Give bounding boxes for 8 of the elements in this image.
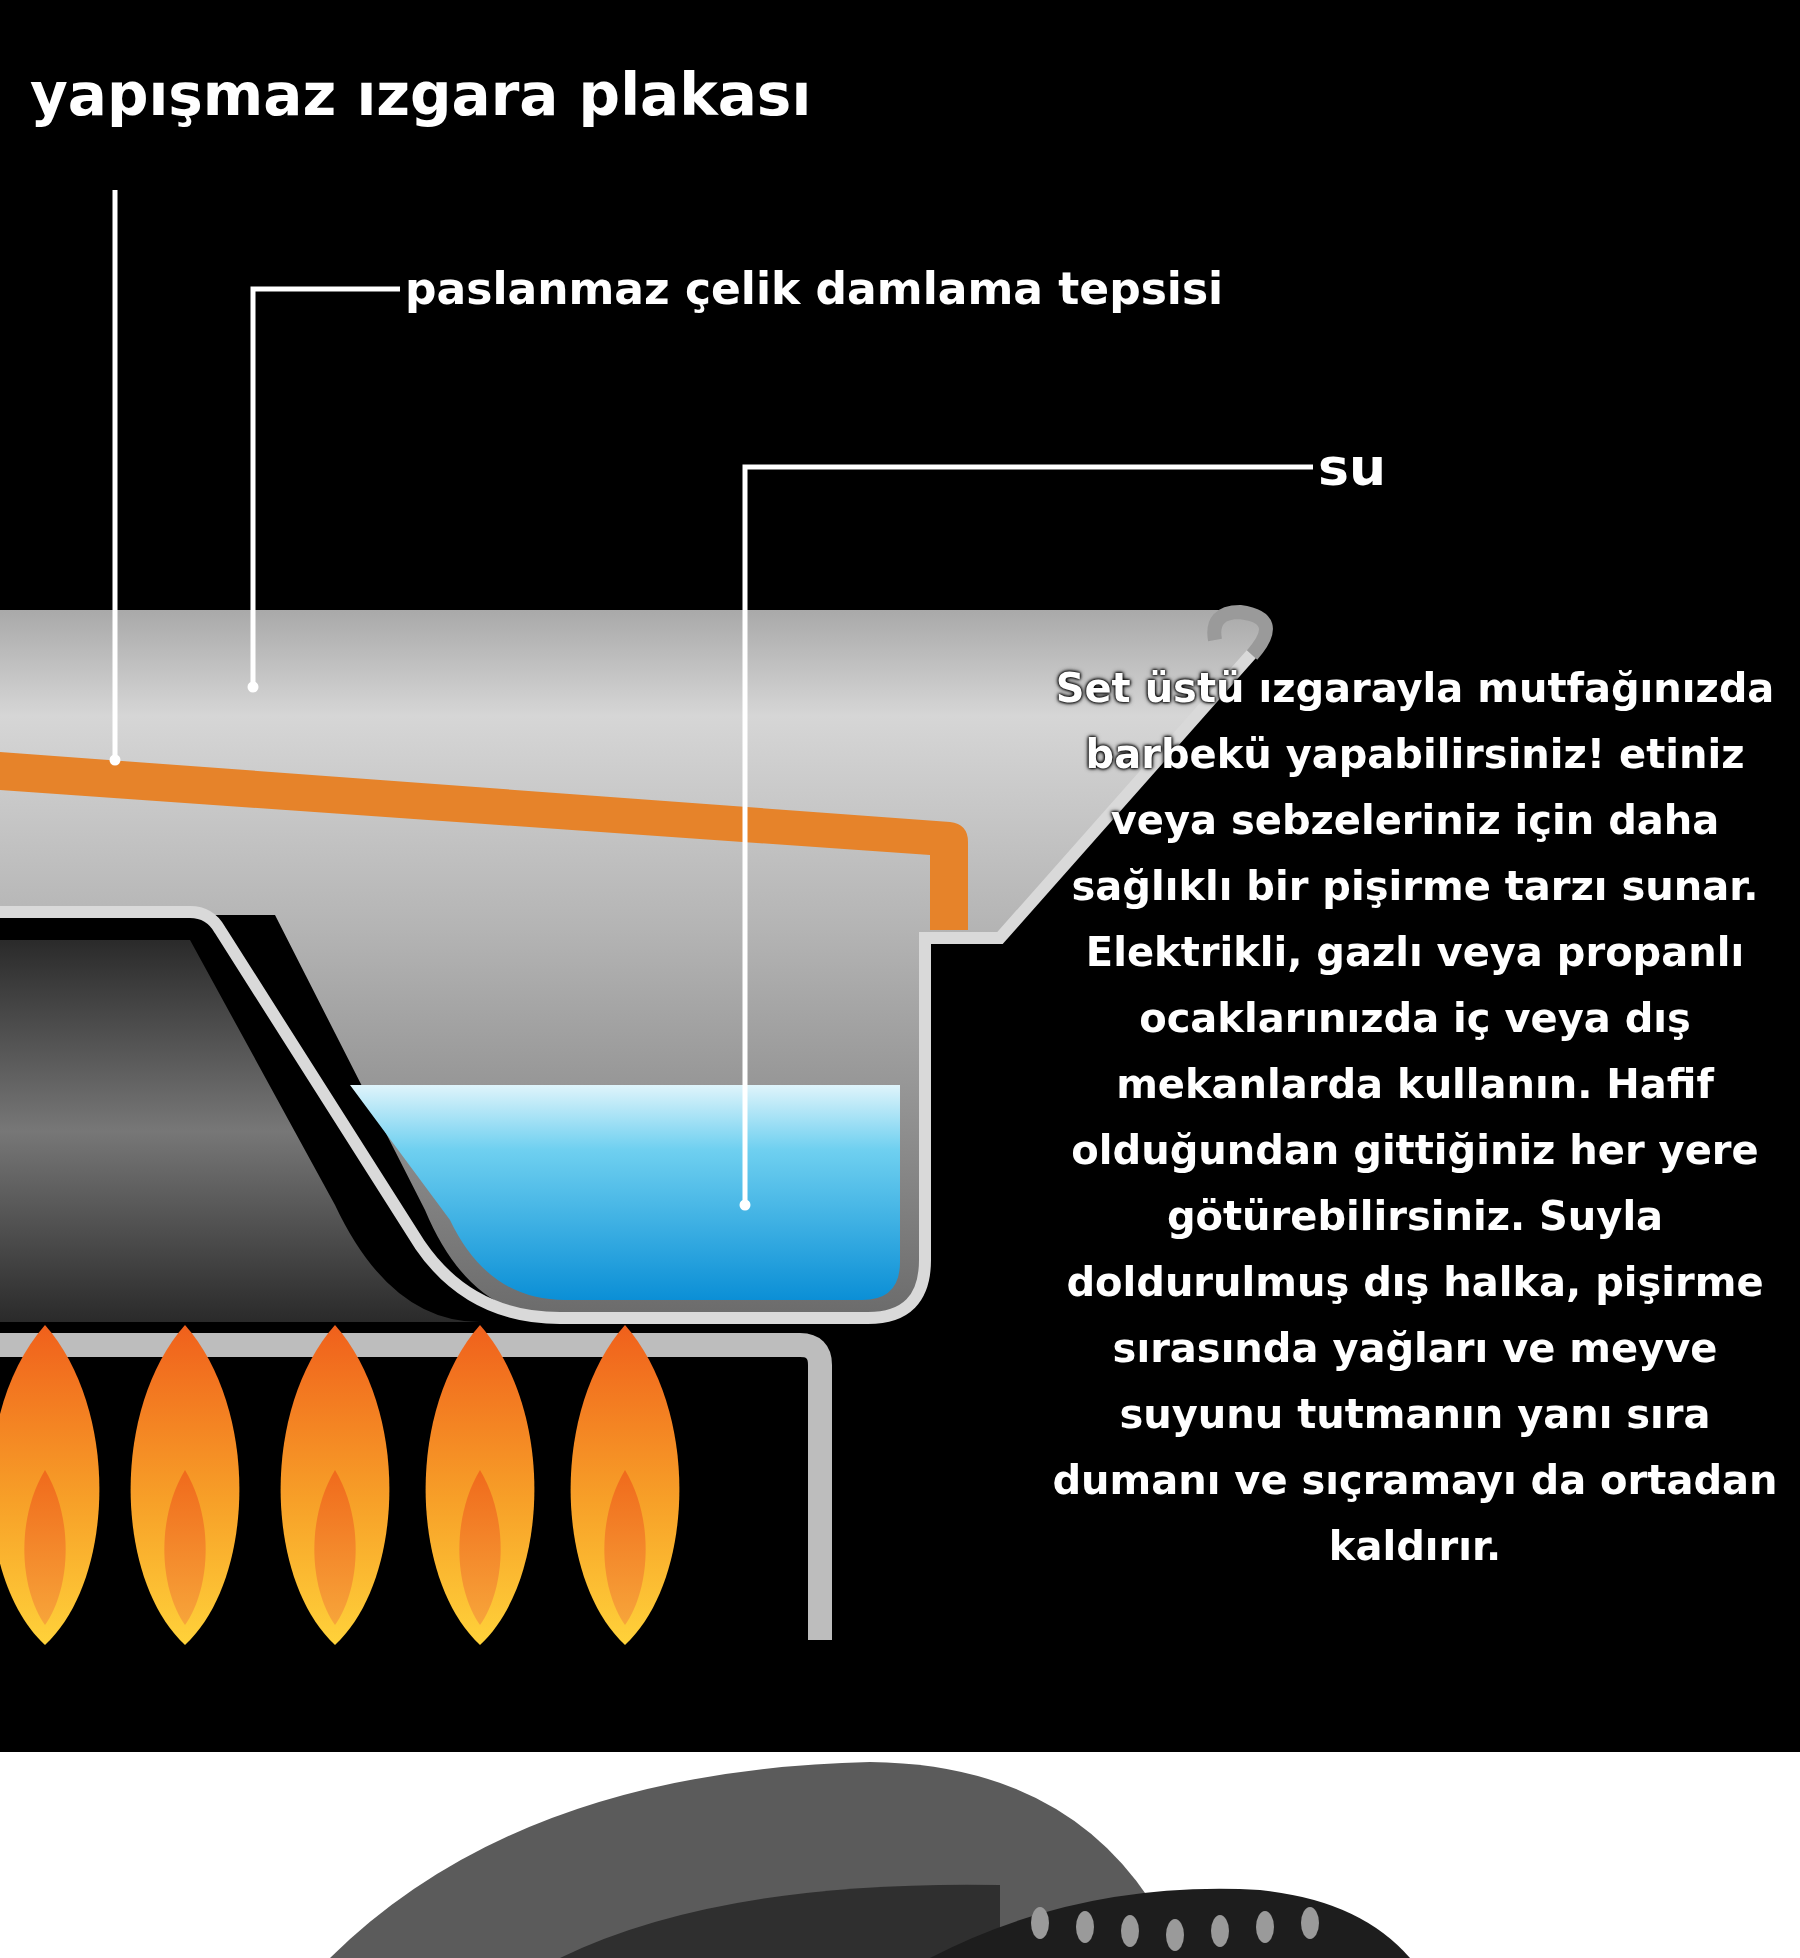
part-label: su [1318, 436, 1386, 499]
grill-plate-layer [0, 752, 968, 930]
leader-line [109, 190, 121, 766]
water-layer [350, 1085, 900, 1300]
part-label: paslanmaz çelik damlama tepsisi [405, 262, 1224, 316]
part-label: yapışmaz ızgara plakası [30, 60, 812, 131]
leader-line [739, 464, 1313, 1211]
leader-line [247, 286, 400, 693]
